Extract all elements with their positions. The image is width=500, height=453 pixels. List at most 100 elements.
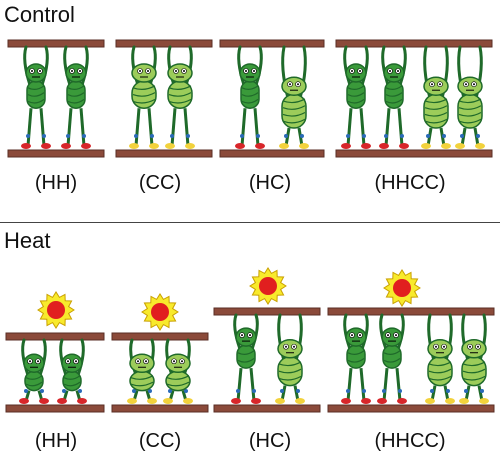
foot-right xyxy=(295,398,305,404)
control-hc-top-bar xyxy=(219,39,325,48)
coil-line xyxy=(347,357,365,363)
coil-line xyxy=(132,85,156,90)
heat-hc-creature-c xyxy=(275,313,305,404)
foot-left xyxy=(163,398,173,404)
knee-left xyxy=(346,389,350,393)
pupil-left xyxy=(139,70,141,72)
foot-right xyxy=(185,143,195,149)
coil-line xyxy=(383,357,401,363)
coil-line xyxy=(67,98,85,104)
heat-hhcc-creature-h2 xyxy=(377,313,407,404)
coil-line xyxy=(424,118,448,124)
knee-left xyxy=(464,389,468,393)
pupil-right xyxy=(397,70,399,72)
leg-right xyxy=(249,368,256,402)
leg-right xyxy=(147,108,154,147)
leg-right xyxy=(253,108,260,147)
heat-hc-sun xyxy=(249,267,287,305)
pupil-left xyxy=(387,334,389,337)
foot-left xyxy=(61,143,71,149)
foot-right xyxy=(41,143,51,149)
body xyxy=(236,344,256,369)
pupil-right xyxy=(79,70,81,72)
foot-right xyxy=(77,398,87,404)
heat-hhcc-creature-c2 xyxy=(459,313,489,404)
head xyxy=(345,327,367,347)
heat-hc-top-bar xyxy=(213,307,321,316)
foot-left xyxy=(279,143,289,149)
leg-left xyxy=(382,368,389,402)
heat-label-hhcc: (HHCC) xyxy=(374,430,446,452)
body xyxy=(167,80,193,109)
control-hh-creature-1 xyxy=(21,45,51,149)
knee-right xyxy=(40,389,44,393)
foot-left xyxy=(459,398,469,404)
knee-right xyxy=(186,134,190,138)
head xyxy=(61,353,83,373)
leg-left xyxy=(346,108,353,147)
leg-right xyxy=(359,368,366,402)
coil-line xyxy=(241,92,259,97)
foot-right xyxy=(479,398,489,404)
pupil-right xyxy=(473,83,475,86)
arm-left xyxy=(59,338,68,377)
leg-left xyxy=(346,368,353,402)
arm-right xyxy=(40,45,49,87)
foot-left xyxy=(127,398,137,404)
head xyxy=(457,76,483,96)
coil-line xyxy=(63,381,81,387)
knee-right xyxy=(476,134,480,138)
heat-hc-creature-h xyxy=(231,313,261,404)
head xyxy=(65,63,87,83)
sun-core xyxy=(47,301,65,319)
leg-right xyxy=(183,108,190,147)
knee-left xyxy=(346,134,350,138)
coil-line xyxy=(462,375,486,381)
foot-left xyxy=(231,398,241,404)
coil-line xyxy=(278,375,302,381)
control-hc-creature-c xyxy=(279,45,309,149)
arm-left xyxy=(379,313,388,351)
knee-left xyxy=(384,134,388,138)
foot-right xyxy=(441,143,451,149)
knee-right xyxy=(300,134,304,138)
control-hhcc-creature-c1 xyxy=(421,45,451,149)
sun-core xyxy=(259,277,277,295)
foot-right xyxy=(361,398,371,404)
pupil-right xyxy=(75,360,77,363)
pupil-right xyxy=(145,360,147,363)
pupil-right xyxy=(293,345,295,348)
coil-line xyxy=(27,98,45,104)
arm-left xyxy=(21,338,30,377)
body xyxy=(427,355,453,387)
heat-cc-sun xyxy=(141,293,179,331)
heat-hh-top-bar xyxy=(5,332,105,341)
foot-right xyxy=(81,143,91,149)
arm-right xyxy=(146,338,155,377)
pupil-left xyxy=(175,70,177,72)
arm-right xyxy=(80,45,89,87)
knee-right xyxy=(78,389,82,393)
foot-left xyxy=(341,398,351,404)
coil-line xyxy=(130,375,154,380)
pupil-right xyxy=(443,345,445,348)
coil-line xyxy=(383,350,401,355)
foot-left xyxy=(377,398,387,404)
knee-right xyxy=(256,134,260,138)
body xyxy=(240,80,260,109)
coil-line xyxy=(25,375,43,380)
arm-left xyxy=(129,338,138,377)
knee-left xyxy=(168,389,172,393)
pupil-right xyxy=(181,360,183,363)
knee-right xyxy=(150,134,154,138)
foot-left xyxy=(425,398,435,404)
heat-cc-creature-1 xyxy=(127,338,157,404)
coil-line xyxy=(67,85,85,90)
control-hh-top-bar xyxy=(7,39,105,48)
foot-left xyxy=(235,143,245,149)
heat-cc-creature-2 xyxy=(163,338,193,404)
arm-right xyxy=(360,45,369,87)
body xyxy=(66,80,86,109)
head xyxy=(235,327,257,347)
coil-line xyxy=(282,105,306,110)
